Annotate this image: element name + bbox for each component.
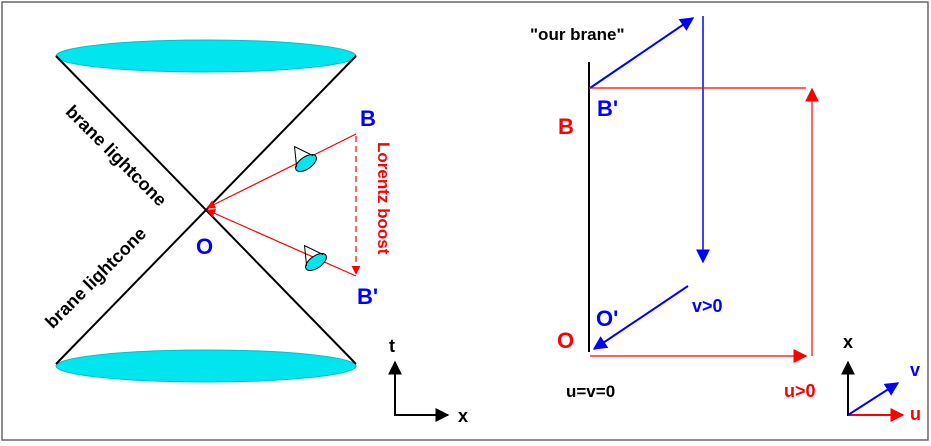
origin-label-right: O bbox=[557, 328, 574, 353]
upper-cone-cap bbox=[55, 39, 357, 73]
lightcone-line-ascending bbox=[55, 55, 357, 365]
v-positive-label: v>0 bbox=[692, 296, 723, 316]
point-b-prime-label-left: B' bbox=[357, 284, 378, 309]
u-positive-label: u>0 bbox=[784, 381, 816, 401]
axis-x-label-right: x bbox=[843, 332, 853, 352]
point-b-label-right: B bbox=[558, 114, 574, 139]
lightcone-label-lower: brane lightcone bbox=[41, 223, 150, 332]
point-b-label-left: B bbox=[360, 106, 376, 131]
axis-v-label: v bbox=[910, 360, 920, 380]
lorentz-boost-label: Lorentz boost bbox=[374, 142, 393, 255]
u-v-zero-label: u=v=0 bbox=[566, 382, 615, 401]
lower-cone-cap bbox=[55, 349, 357, 383]
point-b-prime-label-right: B' bbox=[597, 96, 618, 121]
brane-label: "our brane" bbox=[530, 25, 625, 44]
blue-arrow-to-origin bbox=[592, 285, 689, 350]
axis-x-label-left: x bbox=[458, 406, 468, 426]
origin-prime-label: O' bbox=[596, 306, 618, 331]
ray-b-prime-to-origin bbox=[206, 209, 357, 277]
blue-arrow-up-right bbox=[589, 17, 695, 89]
origin-label-left: O bbox=[196, 234, 213, 259]
observer-icon-upper bbox=[293, 145, 317, 172]
ray-b-to-origin bbox=[206, 133, 357, 209]
observer-icon-lower bbox=[303, 244, 327, 271]
axis-u-label: u bbox=[910, 404, 921, 424]
axis-v bbox=[847, 382, 900, 416]
axis-t-label: t bbox=[389, 336, 395, 356]
